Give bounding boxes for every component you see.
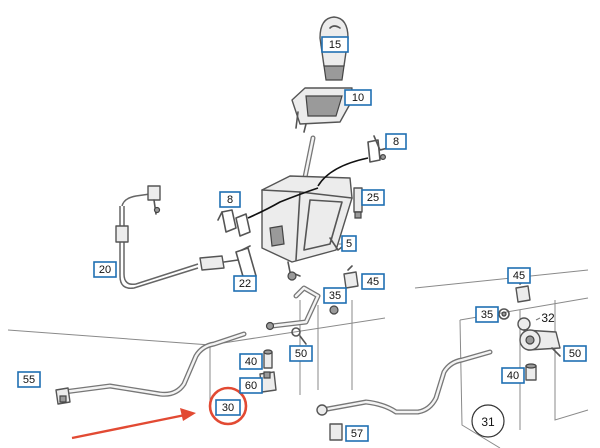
callout-45-right-text: 45 [513, 270, 525, 282]
shift-rod-right [316, 349, 493, 441]
callout-40-left: 40 [239, 353, 263, 370]
clip-upper [367, 135, 389, 163]
callout-32-text: 32 [541, 311, 555, 325]
wire-upper [317, 157, 369, 187]
callout-50-right-text: 50 [569, 348, 581, 360]
callout-45-upper-text: 45 [367, 276, 379, 288]
callout-30: 30 [215, 399, 241, 416]
washer-35-right [498, 308, 510, 320]
lead-32 [535, 317, 541, 321]
callout-60-text: 60 [245, 380, 257, 392]
callout-35-right: 35 [475, 306, 499, 323]
bracket [235, 245, 257, 281]
callout-20-text: 20 [99, 264, 111, 276]
callout-8-left-text: 8 [227, 194, 233, 206]
callout-57-text: 57 [351, 428, 363, 440]
selector-cable [115, 185, 239, 289]
callout-60: 60 [239, 377, 263, 394]
bushing-40-right [525, 363, 537, 381]
callout-25-text: 25 [367, 192, 379, 204]
callout-5: 5 [341, 235, 357, 252]
selector-housing [261, 175, 353, 281]
highlight-ring [208, 386, 248, 426]
gate-cover [291, 87, 353, 133]
callout-22: 22 [233, 275, 257, 292]
callout-57: 57 [345, 425, 369, 442]
callout-35-right-text: 35 [481, 309, 493, 321]
callout-31: 31 [471, 404, 505, 438]
clip-45-upper [343, 265, 359, 289]
callout-40-right: 40 [501, 367, 525, 384]
callout-55-text: 55 [23, 374, 35, 386]
clip-left [217, 209, 251, 237]
highlight-callout-30 [71, 386, 248, 440]
callout-35-upper: 35 [323, 287, 347, 304]
callout-31-text: 31 [481, 415, 495, 429]
highlight-arrow-head [180, 408, 196, 421]
callout-8-left: 8 [219, 191, 241, 208]
bushing-40-left [263, 349, 273, 369]
callout-10-text: 10 [352, 92, 364, 104]
lever-arm [265, 285, 339, 345]
callout-8-upper-text: 8 [393, 136, 399, 148]
callout-22-text: 22 [239, 278, 251, 290]
callout-20: 20 [93, 261, 117, 278]
callout-45-right: 45 [507, 267, 531, 284]
sensor [353, 187, 363, 219]
callout-8-upper: 8 [385, 133, 407, 150]
callout-15: 15 [321, 36, 349, 53]
callout-30-text: 30 [222, 402, 234, 414]
callout-40-right-text: 40 [507, 370, 519, 382]
shift-rod-left [55, 331, 247, 405]
highlight-arrow [71, 412, 191, 440]
callout-35-upper-text: 35 [329, 290, 341, 302]
callout-5-text: 5 [346, 238, 352, 250]
callout-25: 25 [361, 189, 385, 206]
callout-32: 32 [541, 311, 555, 325]
callout-50-right: 50 [563, 345, 587, 362]
callout-45-upper: 45 [361, 273, 385, 290]
wire-left [247, 187, 319, 219]
callout-50-left: 50 [289, 345, 313, 362]
callout-15-text: 15 [329, 39, 341, 51]
callout-40-left-text: 40 [245, 356, 257, 368]
callout-50-left-text: 50 [295, 348, 307, 360]
callout-55: 55 [17, 371, 41, 388]
pivot-bearing [517, 317, 561, 357]
callout-10: 10 [344, 89, 372, 106]
